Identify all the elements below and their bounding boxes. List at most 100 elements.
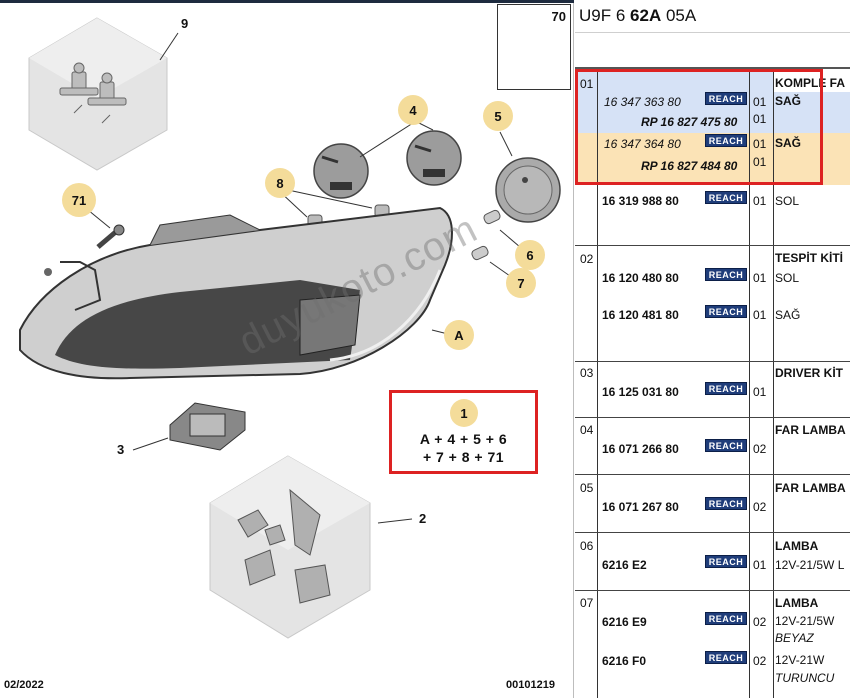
kit-composition-box: 1 A + 4 + 5 + 6 + 7 + 8 + 71 [389, 390, 538, 474]
quantity: 02 [753, 615, 767, 629]
col-divider-2 [749, 69, 750, 698]
parts-table: U9F 6 62A 05A 01 KOMPLE FA 16 347 363 80… [575, 0, 850, 698]
row-separator [575, 474, 850, 475]
quantity: 02 [753, 442, 767, 456]
row-separator [575, 417, 850, 418]
callout-8: 8 [265, 168, 295, 198]
quantity: 01 [753, 308, 767, 322]
side-label: SAĞ [775, 308, 801, 322]
row-separator [575, 361, 850, 362]
footer-code: 00101219 [506, 679, 555, 691]
bulb-color: BEYAZ [775, 631, 814, 645]
header-suffix: 05A [661, 6, 697, 25]
row-separator [575, 590, 850, 591]
driver-module [132, 402, 246, 451]
group-number: 05 [580, 481, 594, 495]
highlight-blue-right [774, 92, 850, 133]
part-number: 6216 E9 [602, 615, 647, 629]
group-number: 01 [580, 77, 594, 91]
side-label: SAĞ [775, 94, 802, 108]
part-number: 16 319 988 80 [602, 194, 679, 208]
reach-badge: REACH [705, 439, 747, 452]
reach-badge: REACH [705, 651, 747, 664]
part-number: 16 120 480 80 [602, 271, 679, 285]
callout-4: 4 [398, 95, 428, 125]
part-number-replacement: RP 16 827 484 80 [641, 159, 738, 173]
quantity: 01 [753, 155, 767, 169]
callout-a: A [444, 320, 474, 350]
round-cover [495, 131, 561, 223]
headlamp-assembly [19, 206, 453, 380]
part-number: 6216 E2 [602, 558, 647, 572]
diagram-panel: 70 9 4 5 8 71 6 7 A 3 2 1 A + 4 + 5 + 6 … [0, 0, 574, 698]
row-title: KOMPLE FA [775, 76, 846, 90]
quantity: 02 [753, 654, 767, 668]
reach-badge: REACH [705, 92, 747, 105]
group-number: 04 [580, 423, 594, 437]
quantity: 01 [753, 137, 767, 151]
callout-1: 1 [450, 399, 478, 427]
part-number: 16 071 266 80 [602, 442, 679, 456]
top-bar [0, 0, 574, 3]
screw-reference-box: 70 [497, 4, 571, 90]
callout-2: 2 [419, 511, 427, 526]
bulb-spec: 12V-21/5W L [775, 558, 845, 572]
reach-badge: REACH [705, 191, 747, 204]
part-number: 16 071 267 80 [602, 500, 679, 514]
formula-line-2: + 7 + 8 + 71 [422, 449, 505, 465]
part-number: 16 120 481 80 [602, 308, 679, 322]
side-label: SOL [775, 271, 800, 285]
highlight-orange-right [774, 133, 850, 185]
quantity: 01 [753, 558, 767, 572]
quantity: 01 [753, 194, 767, 208]
reach-badge: REACH [705, 612, 747, 625]
header-divider [575, 32, 850, 33]
quantity: 01 [753, 385, 767, 399]
bulb-kit-cube [28, 17, 179, 171]
quantity: 02 [753, 500, 767, 514]
side-label: SOL [775, 194, 800, 208]
callout-71: 71 [62, 183, 96, 217]
row-title: LAMBA [775, 596, 819, 610]
col-divider-1 [597, 69, 598, 698]
header-divider-thick [575, 67, 850, 69]
quantity: 01 [753, 271, 767, 285]
bulbs-6-7 [471, 209, 521, 277]
part-number: 16 347 363 80 [604, 95, 681, 109]
reach-badge: REACH [705, 268, 747, 281]
row-separator [575, 532, 850, 533]
callout-3: 3 [117, 442, 125, 457]
row-title: DRIVER KİT [775, 366, 844, 380]
quantity: 01 [753, 112, 767, 126]
col-divider-3 [773, 69, 774, 698]
fixing-kit-cube [209, 455, 413, 639]
bolt-71 [87, 209, 125, 249]
reach-badge: REACH [705, 382, 747, 395]
group-number: 02 [580, 252, 594, 266]
reach-badge: REACH [705, 555, 747, 568]
row-title: FAR LAMBA [775, 481, 846, 495]
callout-7: 7 [506, 268, 536, 298]
reach-badge: REACH [705, 134, 747, 147]
part-number: 16 347 364 80 [604, 137, 681, 151]
header-prefix: U9F 6 [579, 6, 631, 25]
callout-5: 5 [483, 101, 513, 131]
bulb-spec: 12V-21W [775, 653, 825, 667]
row-title: TESPİT KİTİ [775, 251, 844, 265]
reference-number: 70 [551, 9, 566, 24]
group-number: 03 [580, 366, 594, 380]
quantity: 01 [753, 95, 767, 109]
bulb-spec: 12V-21/5W [775, 614, 835, 628]
part-number-replacement: RP 16 827 475 80 [641, 115, 738, 129]
diagram-drawing [19, 17, 563, 639]
header-bold: 62A [630, 6, 662, 25]
part-number: 6216 F0 [602, 654, 647, 668]
formula-line-1: A + 4 + 5 + 6 [419, 431, 508, 447]
reach-badge: REACH [705, 497, 747, 510]
row-title: LAMBA [775, 539, 819, 553]
selected-parts-frame [575, 69, 823, 185]
dust-caps [313, 122, 462, 199]
callout-6: 6 [515, 240, 545, 270]
group-number: 06 [580, 539, 594, 553]
callout-9: 9 [181, 16, 189, 31]
